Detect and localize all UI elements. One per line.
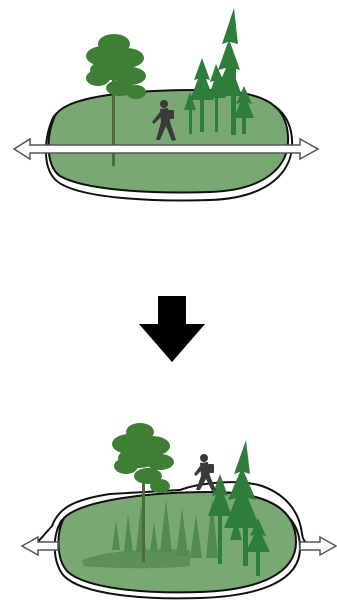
- down-arrow-icon: [139, 296, 205, 362]
- bottom-right-arrow: [300, 537, 336, 555]
- top-scene: [14, 8, 318, 200]
- top-island-surface: [49, 90, 289, 192]
- bottom-scene: [22, 423, 336, 598]
